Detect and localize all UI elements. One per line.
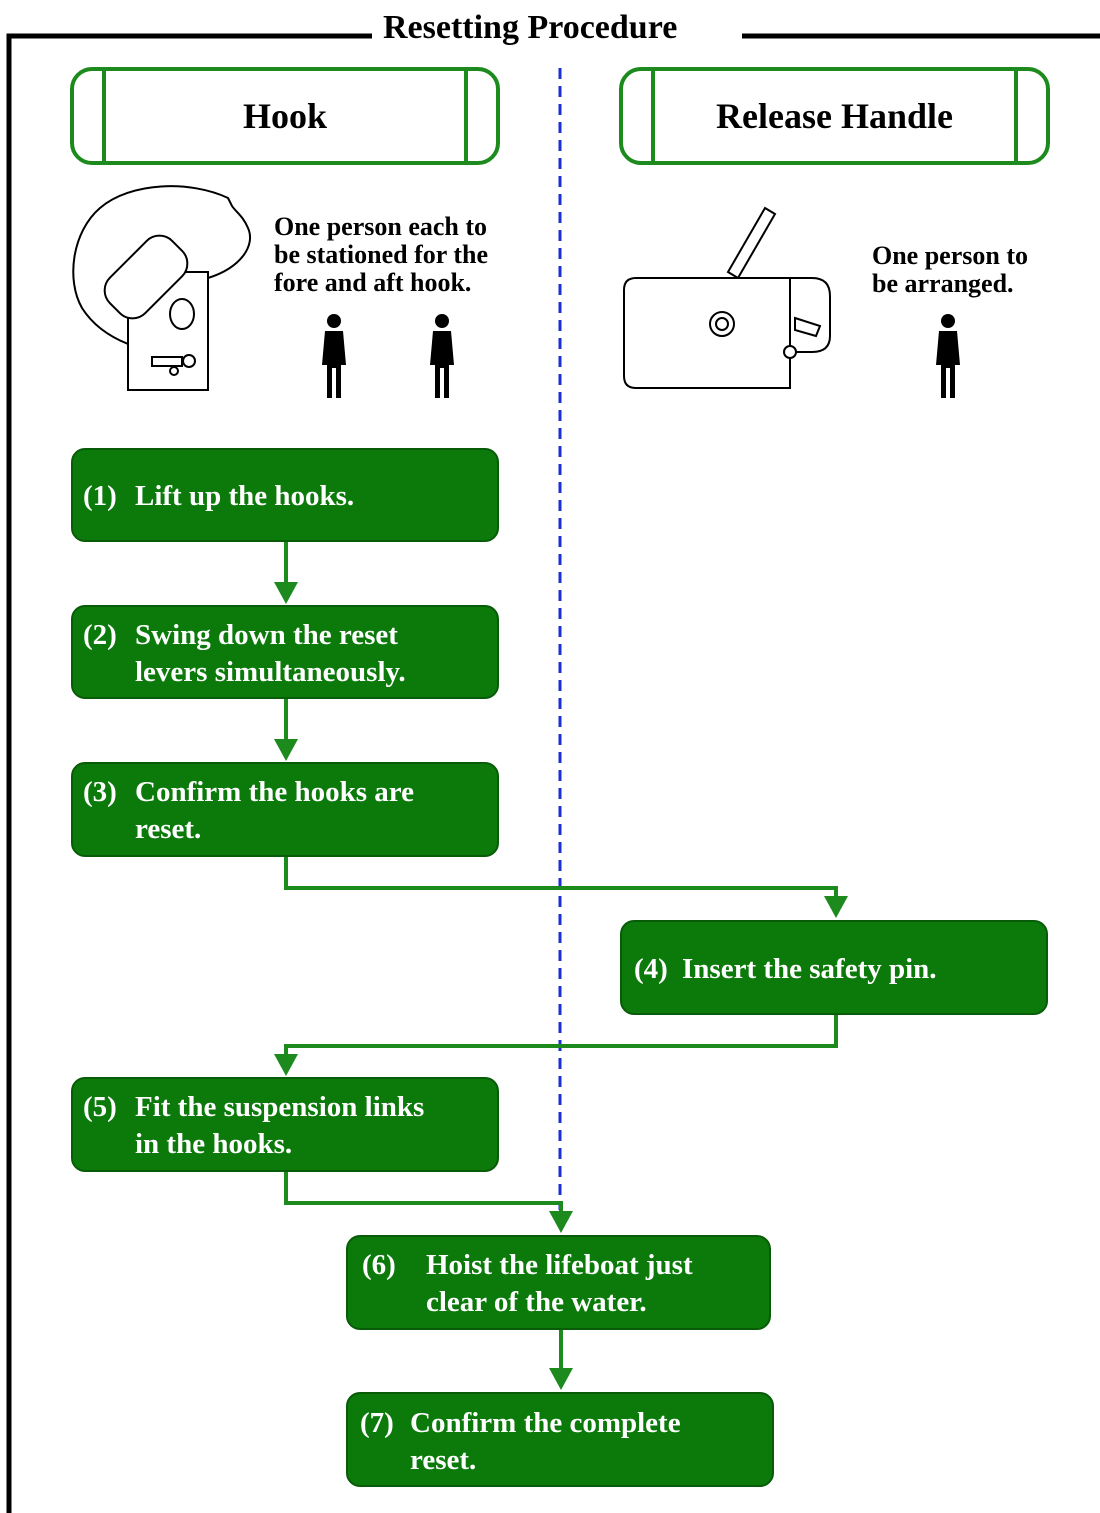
- step-7: (7) Confirm the complete reset.: [346, 1392, 774, 1487]
- arrowhead: [549, 1368, 573, 1390]
- step-text: Fit the suspension links in the hooks.: [135, 1091, 425, 1160]
- arrowhead: [549, 1211, 573, 1233]
- lane-header-release-label: Release Handle: [716, 96, 953, 136]
- hook-device-icon: [72, 185, 251, 391]
- arrowhead: [274, 582, 298, 604]
- release-handle-device-icon: [623, 206, 831, 389]
- frame-line: [6, 33, 372, 1513]
- step-number: (1): [83, 480, 117, 512]
- step-number: (7): [360, 1407, 394, 1439]
- step-number: (6): [362, 1249, 396, 1281]
- arrowhead: [274, 739, 298, 761]
- lane-header-hook-label: Hook: [242, 96, 328, 136]
- person-icon-1: [322, 314, 346, 398]
- diagram-title: Resetting Procedure: [383, 9, 678, 46]
- step-number: (2): [83, 619, 117, 651]
- step-text: Lift up the hooks.: [135, 480, 355, 512]
- arrow-3-4: [284, 857, 838, 898]
- step-6: (6) Hoist the lifeboat just clear of the…: [346, 1235, 771, 1330]
- arrowhead: [824, 896, 848, 918]
- lane-header-release: Release Handle: [619, 67, 1050, 165]
- step-number: (5): [83, 1091, 117, 1123]
- person-icon-2: [430, 314, 454, 398]
- arrow-heads: [274, 582, 848, 1390]
- step-3: (3) Confirm the hooks are reset.: [71, 762, 499, 857]
- release-personnel-note: One person to be arranged.: [872, 241, 1028, 298]
- flow-arrows: [284, 542, 838, 1370]
- step-text: Insert the safety pin.: [682, 953, 937, 985]
- step-5: (5) Fit the suspension links in the hook…: [71, 1077, 499, 1172]
- lane-header-hook: Hook: [70, 67, 500, 165]
- arrowhead: [274, 1054, 298, 1076]
- step-4: (4) Insert the safety pin.: [620, 920, 1048, 1015]
- step-1: (1) Lift up the hooks.: [71, 448, 499, 542]
- step-2: (2) Swing down the reset levers simultan…: [71, 605, 499, 699]
- step-text: Swing down the reset levers simultaneous…: [135, 619, 406, 688]
- step-number: (4): [634, 953, 668, 985]
- arrow-4-5: [284, 1015, 838, 1056]
- step-number: (3): [83, 776, 117, 808]
- hook-personnel-note: One person each to be stationed for the …: [274, 212, 489, 297]
- step-text: Confirm the complete reset.: [410, 1407, 681, 1476]
- person-icon-3: [936, 314, 960, 398]
- step-text: Hoist the lifeboat just clear of the wat…: [426, 1249, 693, 1318]
- arrow-5-6: [284, 1172, 563, 1213]
- step-text: Confirm the hooks are reset.: [135, 776, 414, 845]
